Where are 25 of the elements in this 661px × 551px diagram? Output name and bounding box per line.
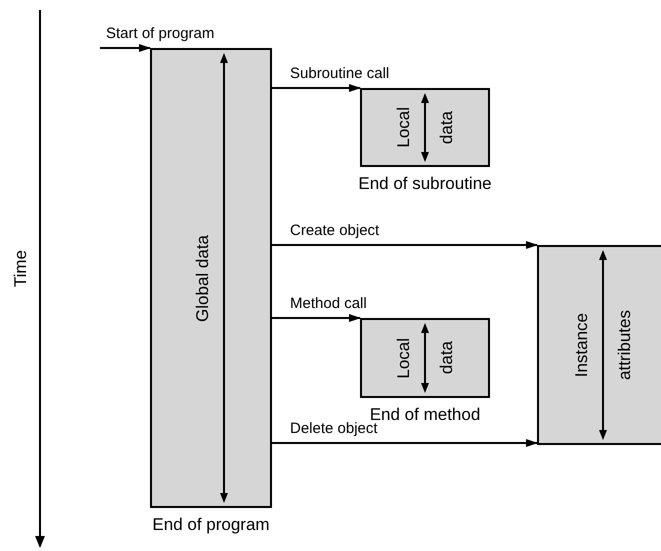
axis-label: Time <box>12 250 29 288</box>
edge-label: Method call <box>290 296 367 311</box>
rotated-label: data <box>438 110 455 144</box>
arrow <box>100 44 151 52</box>
data-block <box>360 88 490 167</box>
block-caption: End of subroutine <box>357 175 493 192</box>
rotated-label: Instance <box>573 312 590 378</box>
data-block <box>537 245 661 445</box>
arrow <box>272 314 361 322</box>
arrow <box>272 241 538 249</box>
edge-label: Start of program <box>106 26 214 41</box>
block-caption: End of method <box>370 406 482 423</box>
rotated-label: Local <box>395 338 412 378</box>
edge-label: Delete object <box>290 421 378 436</box>
program-block <box>150 48 272 508</box>
arrow <box>272 439 538 447</box>
arrow <box>272 84 361 92</box>
rotated-label: Global data <box>194 234 210 322</box>
rotated-label: Local <box>395 107 412 148</box>
rotated-label: attributes <box>616 310 633 380</box>
data-block <box>360 318 490 398</box>
rotated-label: data <box>438 341 455 375</box>
edge-label: Create object <box>290 223 380 238</box>
edge-label: Subroutine call <box>290 66 390 81</box>
block-caption: End of program <box>151 516 271 533</box>
